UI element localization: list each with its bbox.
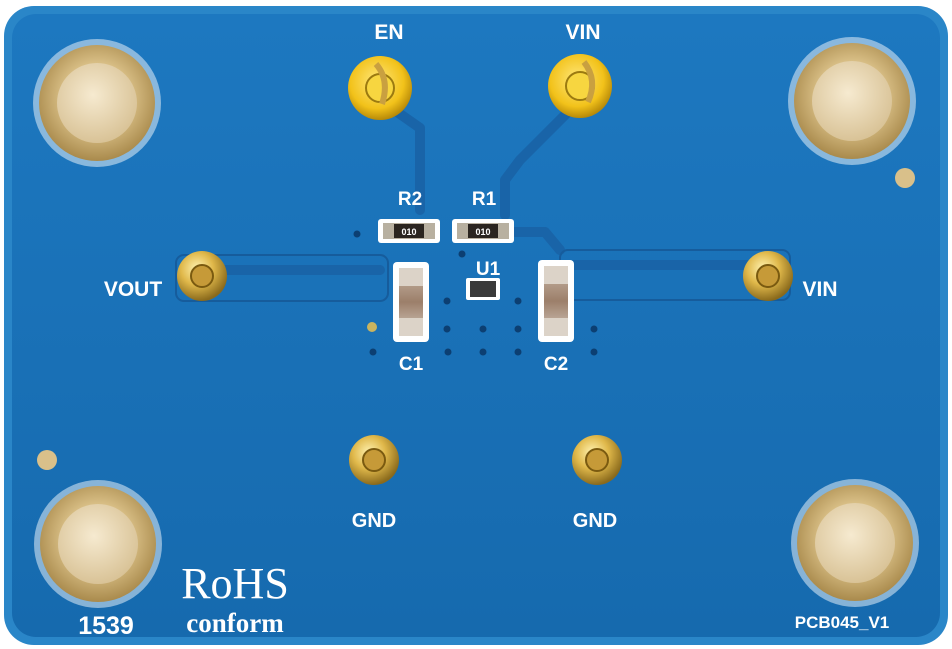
vout-connector-pin (177, 251, 227, 301)
label-vout: VOUT (104, 278, 163, 301)
label-vin-top: VIN (565, 21, 600, 44)
copper-traces (200, 95, 775, 275)
mounting-hole (791, 479, 919, 607)
label-r1: R1 (472, 189, 497, 210)
resistor-r1: 010 (452, 219, 514, 243)
rohs-logo-text: RoHS (181, 559, 289, 608)
vin-test-post (548, 54, 612, 118)
label-gnd-left: GND (352, 510, 396, 532)
label-gnd-right: GND (573, 510, 617, 532)
capacitor-c2 (538, 260, 574, 342)
vias (353, 230, 598, 356)
gnd-connector-pin (349, 435, 399, 485)
capacitor-c1 (393, 262, 429, 342)
fiducial (895, 168, 915, 188)
mounting-hole (33, 39, 161, 167)
pcb-soldermask (12, 14, 940, 637)
r2-marking: 010 (401, 227, 416, 237)
resistor-r2: 010 (378, 219, 440, 243)
mounting-hole (788, 37, 916, 165)
pcb-id-label: PCB045_V1 (795, 613, 890, 632)
en-test-post (348, 56, 412, 120)
mounting-hole (34, 480, 162, 608)
vout-trace-pad (175, 254, 389, 302)
label-r2: R2 (398, 189, 422, 210)
label-u1: U1 (476, 259, 501, 280)
gnd-connector-pin (572, 435, 622, 485)
rohs-conform-text: conform (186, 608, 284, 638)
vin-connector-pin (743, 251, 793, 301)
r1-marking: 010 (475, 227, 490, 237)
lot-code: 1539 (78, 612, 134, 640)
fiducial (37, 450, 57, 470)
label-vin-right: VIN (802, 278, 837, 301)
ic-u1 (466, 278, 500, 300)
label-c2: C2 (544, 354, 568, 375)
label-en: EN (374, 21, 403, 44)
label-c1: C1 (399, 354, 424, 375)
